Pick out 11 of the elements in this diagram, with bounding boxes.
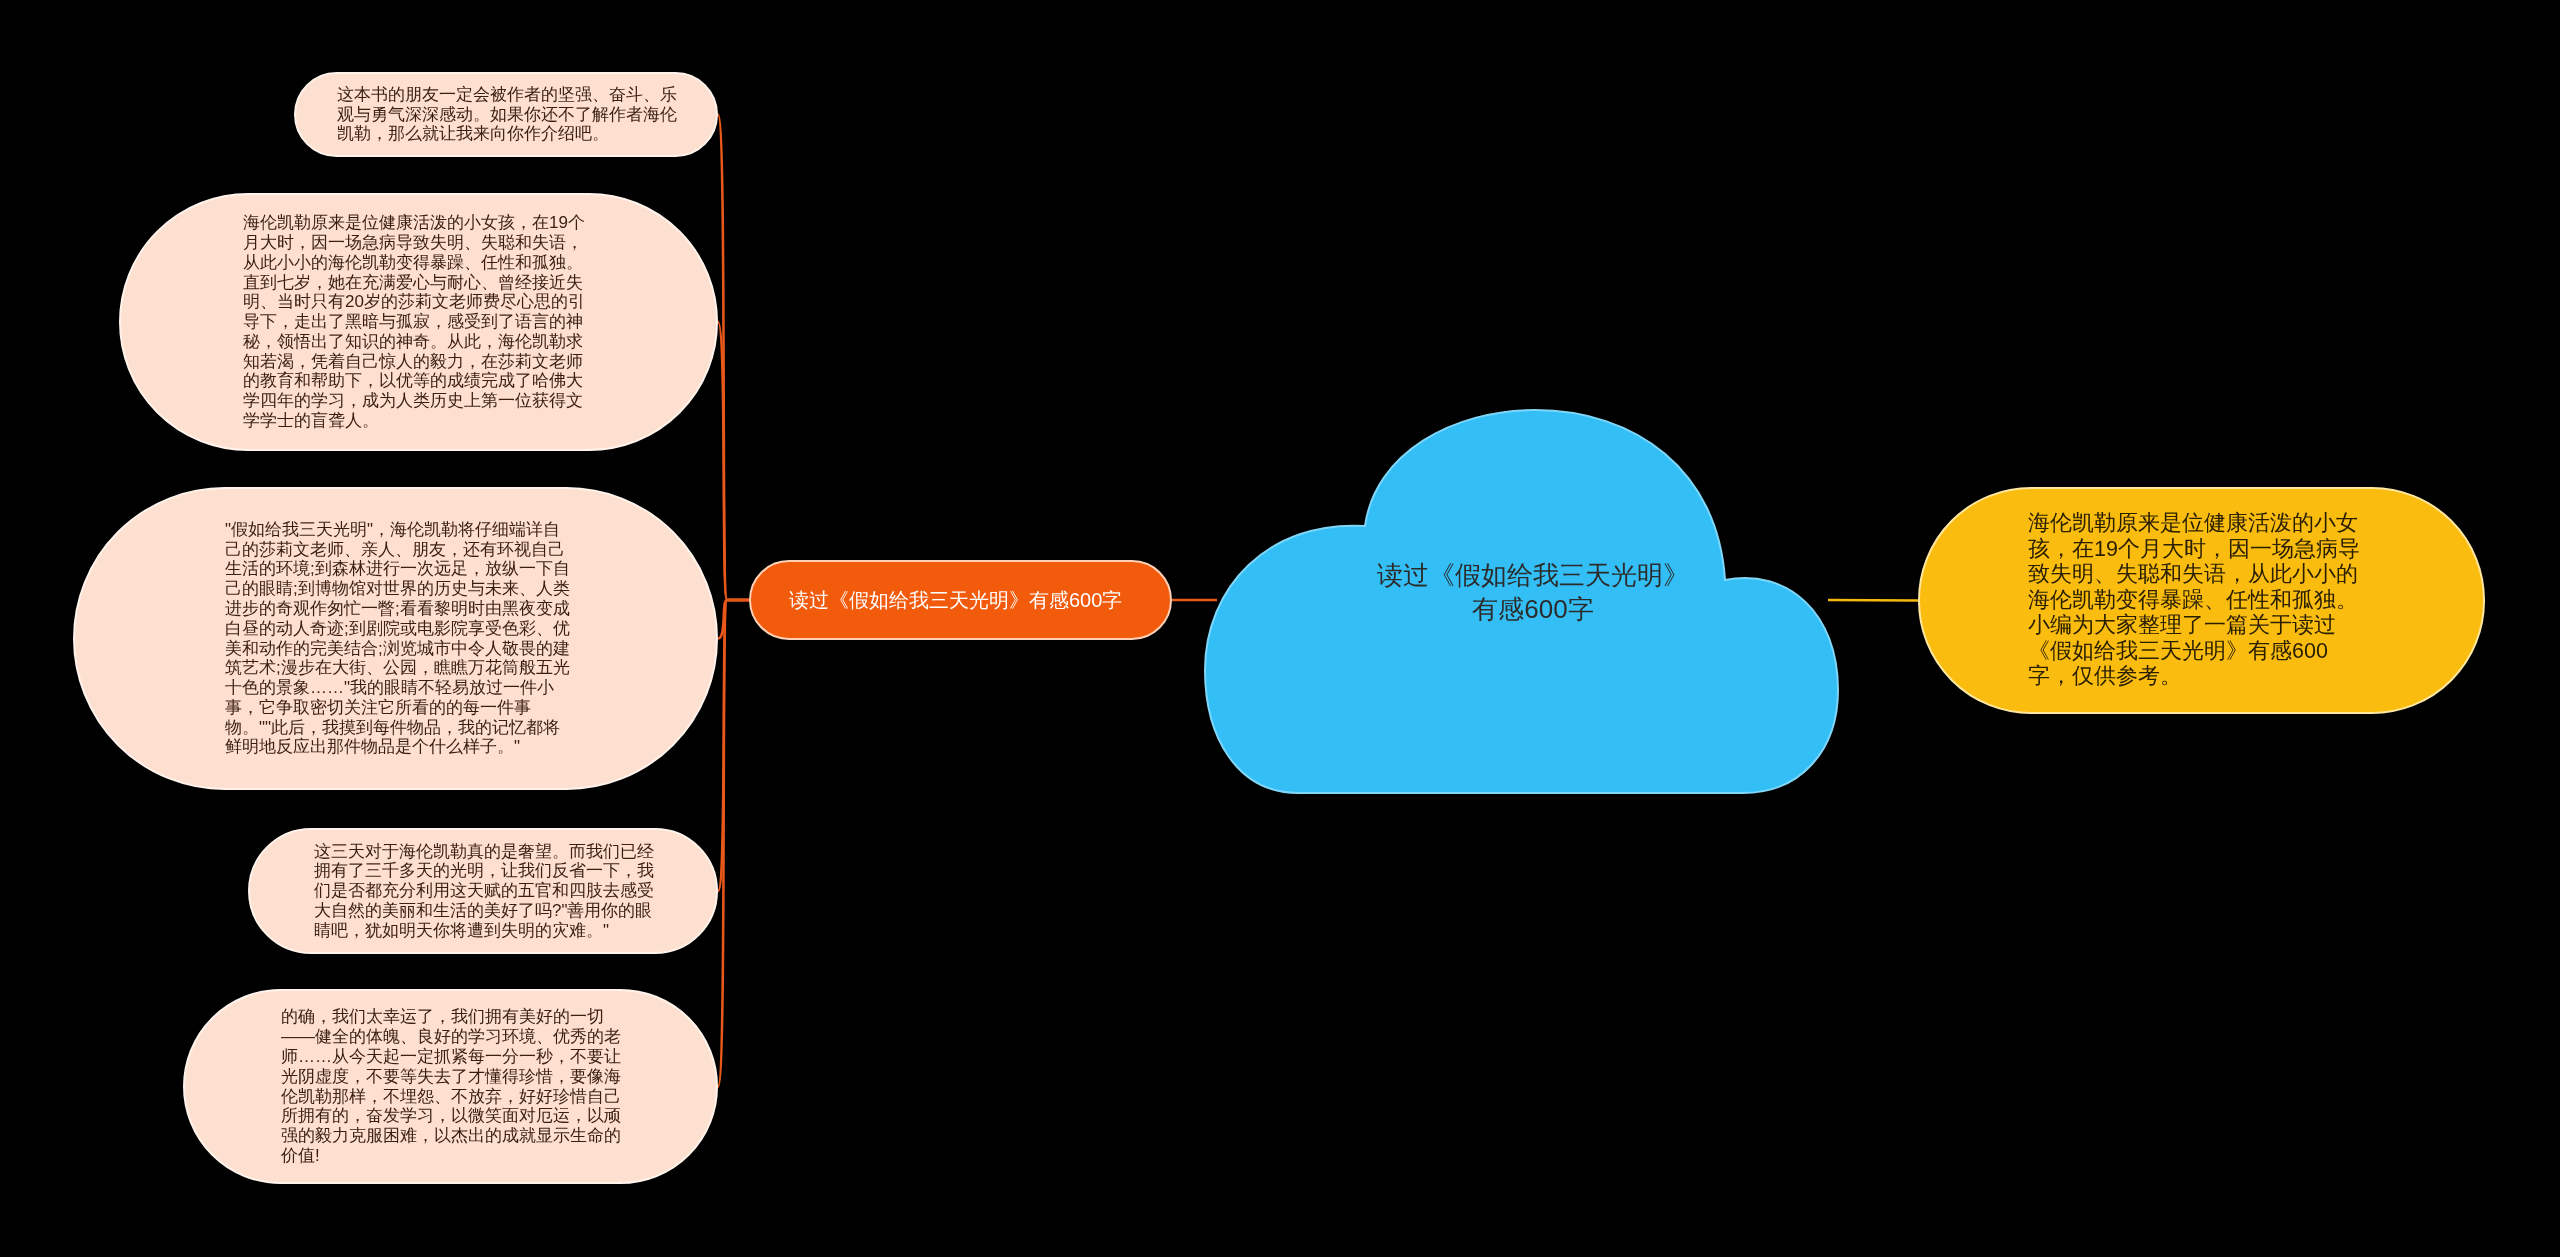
text-bubble: 这三天对于海伦凯勒真的是奢望。而我们已经拥有了三千多天的光明，让我们反省一下，我们是否都充分利用这天赋的五官和四肢去感受大自然的美丽和生活的美好了吗?"善用你的眼睛吧，犹如明天你将遭到失明的灾难。": [248, 828, 718, 954]
summary-bubble: 海伦凯勒原来是位健康活泼的小女孩，在19个月大时，因一场急病导致失明、失聪和失语，从此小小的海伦凯勒变得暴躁、任性和孤独。小编为大家整理了一篇关于读过《假如给我三天光明》有感600字，仅供参考。: [1918, 487, 2485, 714]
connector-line: [1172, 598, 1217, 602]
text-bubble: 海伦凯勒原来是位健康活泼的小女孩，在19个月大时，因一场急病导致失明、失聪和失语，从此小小的海伦凯勒变得暴躁、任性和孤独。直到七岁，她在充满爱心与耐心、曾经接近失明、当时只有20岁的莎莉文老师费尽心思的引导下，走出了黑暗与孤寂，感受到了语言的神秘，领悟出了知识的神奇。从此，海伦凯勒求知若渴，凭着自己惊人的毅力，在莎莉文老师的教育和帮助下，以优等的成绩完成了哈佛大学四年的学习，成为人类历史上第一位获得文学学士的盲聋人。: [119, 193, 718, 451]
cloud-shape: 读过《假如给我三天光明》有感600字: [1203, 408, 1840, 795]
text-bubble: 这本书的朋友一定会被作者的坚强、奋斗、乐观与勇气深深感动。如果你还不了解作者海伦凯勒，那么就让我来向你作介绍吧。: [294, 72, 718, 157]
text-bubble: 的确，我们太幸运了，我们拥有美好的一切——健全的体魄、良好的学习环境、优秀的老师……从今天起一定抓紧每一分一秒，不要让光阴虚度，不要等失去了才懂得珍惜，要像海伦凯勒那样，不埋怨、不放弃，好好珍惜自己所拥有的，奋发学习，以微笑面对厄运，以顽强的毅力克服困难，以杰出的成就显示生命的价值!: [183, 989, 718, 1184]
text-bubble: "假如给我三天光明"，海伦凯勒将仔细端详自己的莎莉文老师、亲人、朋友，还有环视自己生活的环境;到森林进行一次远足，放纵一下自己的眼睛;到博物馆对世界的历史与未来、人类进步的奇观作匆忙一瞥;看看黎明时由黑夜变成白昼的动人奇迹;到剧院或电影院享受色彩、优美和动作的完美结合;浏览城市中令人敬畏的建筑艺术;漫步在大街、公园，瞧瞧万花筒般五光十色的景象……"我的眼睛不轻易放过一件小事，它争取密切关注它所看的的每一件事物。""此后，我摸到每件物品，我的记忆都将鲜明地反应出那件物品是个什么样子。": [73, 487, 718, 790]
connector-line: [716, 598, 749, 1087]
topic-bubble: 读过《假如给我三天光明》有感600字: [749, 560, 1172, 640]
connector-line: [1828, 598, 1918, 602]
